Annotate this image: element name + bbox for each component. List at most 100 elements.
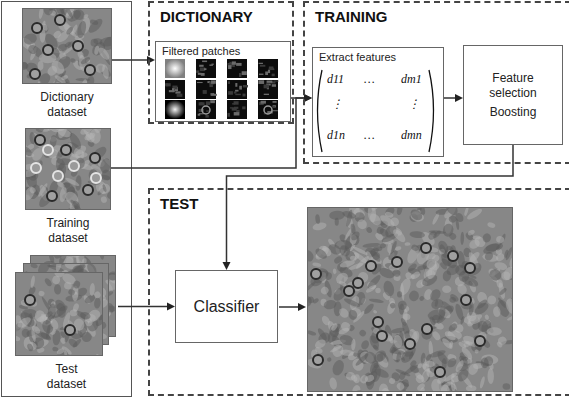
- texture-speckle: [71, 8, 86, 22]
- particle-ring: [392, 257, 402, 267]
- patch-speckle: [269, 66, 274, 68]
- filtered-patch: [196, 59, 216, 78]
- texture-speckle: [323, 299, 338, 311]
- texture-speckle: [443, 207, 460, 217]
- texture-speckle: [313, 338, 327, 351]
- texture-speckle: [358, 374, 369, 385]
- particle-ring: [448, 251, 458, 261]
- texture-speckle: [55, 263, 63, 272]
- dataset-label: Training dataset: [37, 216, 99, 246]
- filtered-patch: [258, 59, 278, 78]
- texture-speckle: [30, 275, 36, 288]
- particle-ring: [32, 23, 42, 33]
- connector-arrow: [118, 303, 175, 311]
- patch-speckle: [234, 112, 240, 115]
- texture-speckle: [26, 343, 34, 353]
- texture-speckle: [454, 359, 465, 373]
- texture-speckle: [70, 58, 77, 64]
- texture-speckle: [56, 347, 65, 355]
- box-label: Feature selection: [476, 71, 550, 101]
- arrow-head: [223, 262, 231, 270]
- particle-ring: [35, 135, 45, 145]
- texture-speckle: [59, 186, 68, 203]
- texture-speckle: [307, 296, 315, 304]
- particle-ring: [373, 317, 383, 327]
- texture-speckle: [373, 309, 378, 314]
- particle-ring: [25, 295, 35, 305]
- patch-speckle: [273, 101, 277, 103]
- texture-speckle: [440, 337, 454, 351]
- patch-speckle: [234, 91, 237, 93]
- texture-speckle: [468, 238, 482, 251]
- texture-speckle: [447, 322, 458, 333]
- texture-speckle: [409, 359, 417, 367]
- texture-speckle: [93, 38, 102, 45]
- texture-speckle: [382, 280, 396, 298]
- texture-speckle: [386, 300, 397, 315]
- texture-speckle: [421, 257, 437, 271]
- texture-speckle: [31, 324, 42, 335]
- patch-speckle: [211, 80, 216, 83]
- texture-speckle: [76, 20, 88, 39]
- particle-ring: [377, 331, 387, 341]
- texture-speckle: [100, 196, 107, 204]
- patch-speckle: [227, 113, 229, 117]
- image-frame: [308, 208, 513, 392]
- particle-ring: [475, 336, 485, 346]
- texture-speckle: [44, 277, 53, 287]
- particle-ring-light: [69, 161, 79, 171]
- texture-speckle: [476, 319, 491, 334]
- texture-speckle: [404, 242, 410, 246]
- image-ground: [25, 128, 111, 210]
- matrix-entry: ⋮: [408, 97, 420, 111]
- texture-speckle: [467, 229, 476, 237]
- particle-ring: [422, 324, 432, 334]
- texture-speckle: [27, 340, 38, 351]
- texture-speckle: [89, 283, 95, 296]
- image-frame: [16, 273, 103, 356]
- patch-speckle: [272, 110, 278, 111]
- connector-arrow: [444, 94, 463, 102]
- image-spacer: [22, 8, 112, 84]
- texture-speckle: [390, 349, 406, 356]
- texture-speckle: [410, 270, 421, 280]
- patch-speckle: [273, 105, 276, 107]
- patch-ground: [196, 100, 216, 119]
- texture-speckle: [72, 280, 81, 290]
- texture-speckle: [409, 207, 425, 222]
- texture-speckle: [72, 303, 80, 313]
- connector-arrow: [111, 94, 312, 168]
- texture-speckle: [441, 300, 454, 313]
- patch-speckle: [274, 81, 279, 82]
- dataset-image: Test dataset: [15, 255, 118, 395]
- texture-speckle: [54, 284, 62, 295]
- texture-speckle: [351, 339, 356, 351]
- texture-speckle: [460, 316, 465, 325]
- patch-speckle: [201, 73, 205, 76]
- texture-speckle: [94, 297, 101, 309]
- dataset-label: Dictionary dataset: [31, 90, 103, 120]
- particle-ring: [344, 286, 354, 296]
- texture-speckle: [307, 330, 317, 337]
- patch-speckle: [267, 81, 273, 83]
- connector-line: [111, 98, 306, 168]
- particle-ring: [90, 153, 100, 163]
- particle-ring-light: [53, 171, 63, 181]
- texture-speckle: [426, 259, 437, 270]
- filtered-patch: [227, 100, 247, 119]
- patch-speckle: [211, 64, 213, 65]
- texture-speckle: [362, 242, 380, 248]
- texture-speckle: [353, 352, 359, 358]
- texture-speckle: [327, 357, 332, 362]
- texture-speckle: [393, 334, 404, 349]
- image-frame: [26, 129, 111, 210]
- particle-ring: [311, 269, 321, 279]
- texture-speckle: [486, 294, 498, 306]
- filtered-patch: [227, 59, 247, 78]
- particle-ring: [435, 367, 445, 377]
- texture-speckle: [69, 198, 84, 210]
- matrix-entry: dm1: [401, 72, 422, 86]
- image-ground: [15, 272, 103, 356]
- texture-speckle: [504, 249, 509, 258]
